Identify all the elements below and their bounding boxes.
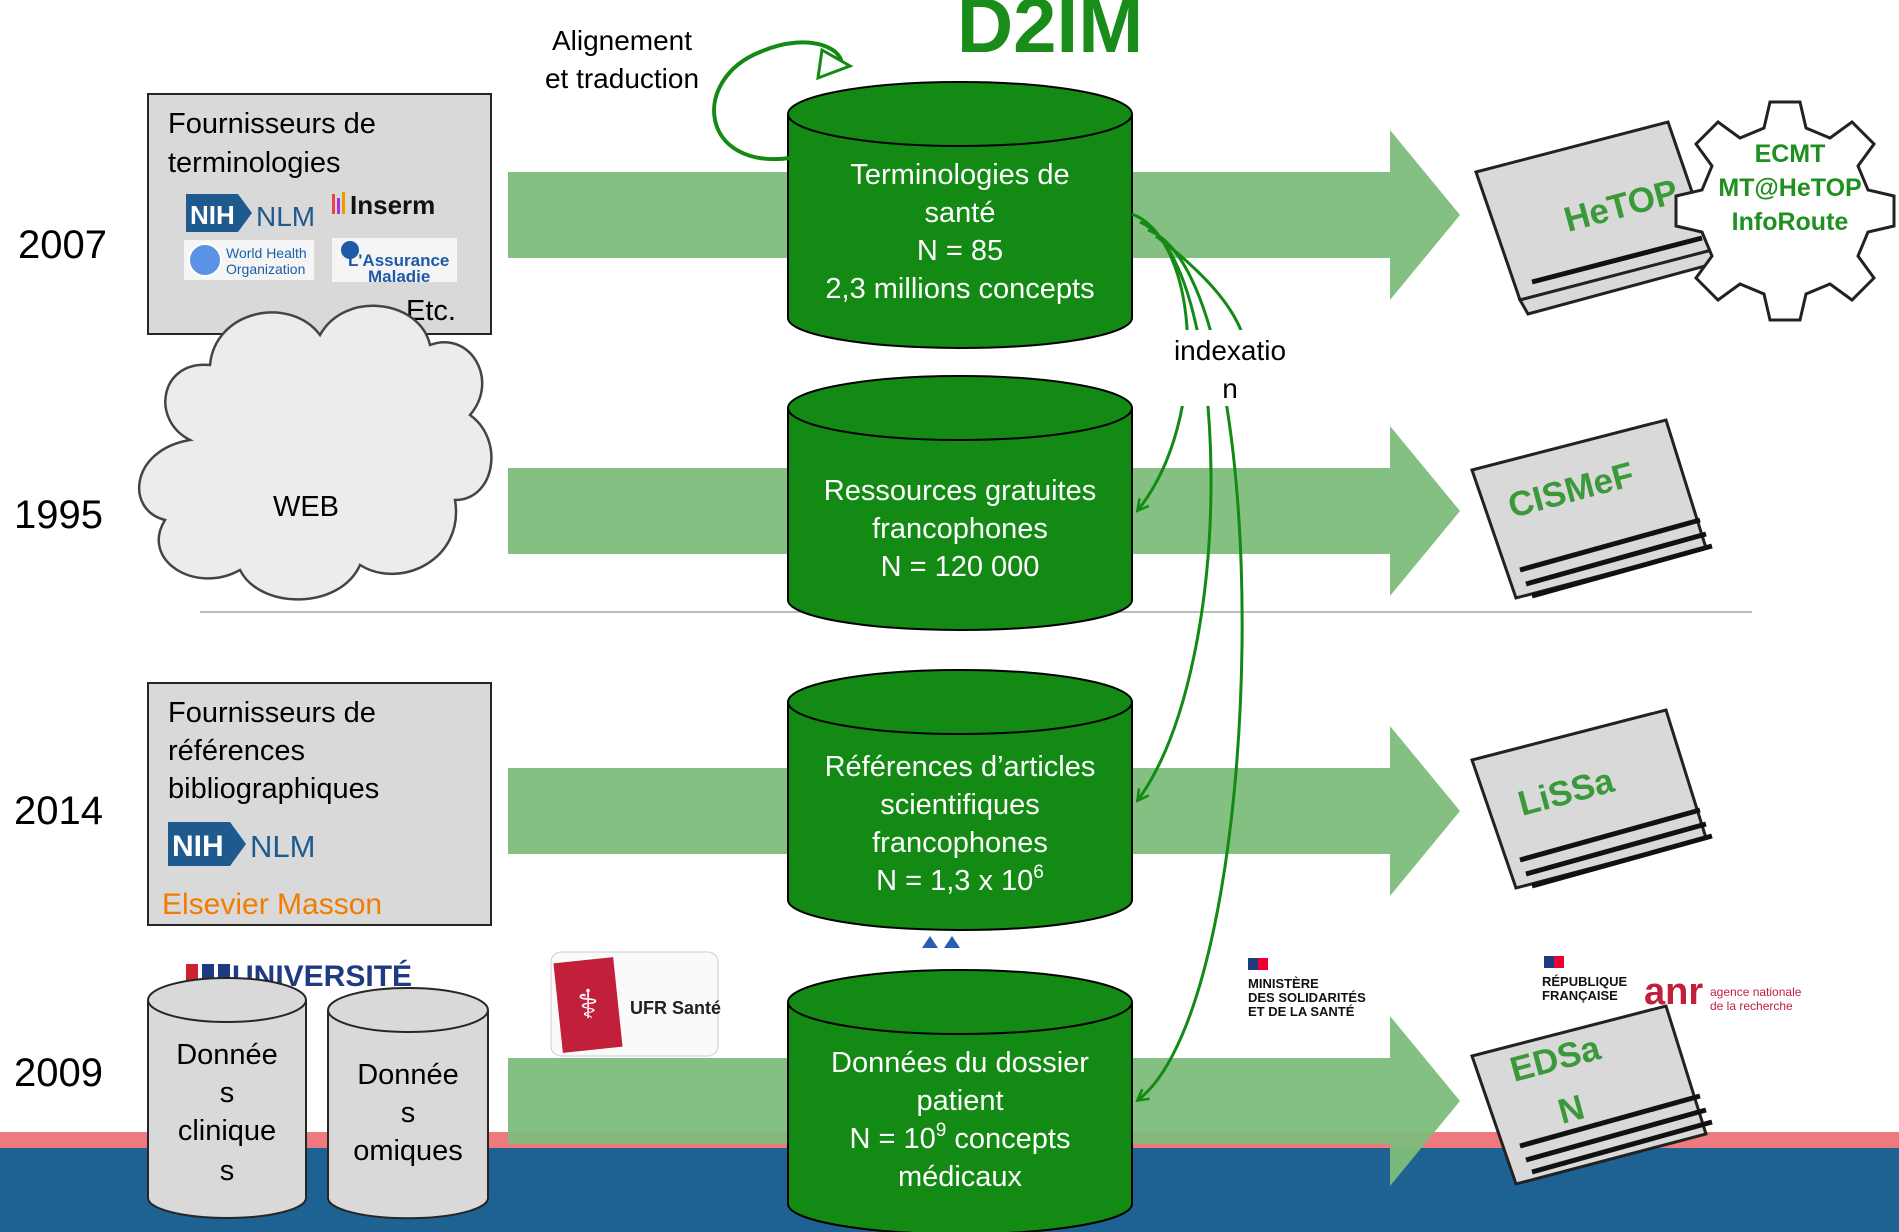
cylinder-donnees-patient: Données du dossier patient N = 109 conce… [787, 969, 1133, 1232]
laptop-hetop: HeTOP [1474, 120, 1723, 316]
diagram-title: D2IM [957, 0, 1143, 69]
web-label: WEB [273, 491, 339, 523]
svg-text:NIH: NIH [172, 830, 224, 863]
svg-text:clinique: clinique [178, 1115, 276, 1147]
svg-text:francophones: francophones [872, 827, 1048, 859]
laptop-cismef: CISMeF [1470, 418, 1713, 600]
year-2009: 2009 [14, 1051, 103, 1095]
svg-text:DES SOLIDARITÉS: DES SOLIDARITÉS [1248, 990, 1366, 1005]
indexation-label: indexatio [1174, 335, 1286, 366]
svg-text:Ressources gratuites: Ressources gratuites [824, 475, 1096, 507]
ufr-sante-logo: ⚕ UFR Santé [550, 951, 721, 1057]
svg-text:Terminologies de: Terminologies de [850, 159, 1069, 191]
alignement-loop-arrow [712, 40, 854, 162]
anr-logo: anr agence nationale de la recherche [1644, 971, 1802, 1013]
source-line: Fournisseurs de [168, 697, 376, 729]
cylinder-references: Références d’articles scientifiques fran… [787, 669, 1133, 931]
source-line: bibliographiques [168, 773, 379, 805]
svg-text:anr: anr [1644, 971, 1703, 1013]
svg-text:francophones: francophones [872, 513, 1048, 545]
cylinder-donnees-cliniques: Donnée s clinique s [147, 977, 307, 1219]
svg-text:N = 85: N = 85 [917, 235, 1003, 267]
svg-text:patient: patient [916, 1085, 1003, 1117]
svg-text:World Health: World Health [226, 245, 307, 261]
svg-text:santé: santé [925, 197, 996, 229]
year-2007: 2007 [18, 223, 107, 267]
svg-text:Inserm: Inserm [350, 190, 435, 220]
source-box-references: Fournisseurs de références bibliographiq… [147, 682, 492, 926]
svg-text:Données du dossier: Données du dossier [831, 1047, 1089, 1079]
year-1995: 1995 [14, 493, 103, 537]
source-line: terminologies [168, 147, 340, 179]
svg-text:omiques: omiques [353, 1135, 463, 1167]
elsevier-masson-logo: Elsevier Masson [162, 888, 382, 921]
nih-nlm-logo: NIH NLM [186, 194, 315, 232]
indexation-label-bg [1160, 330, 1300, 406]
source-box-terminologies: Fournisseurs de terminologies NIH NLM In… [147, 93, 492, 335]
svg-text:s: s [401, 1097, 416, 1129]
svg-text:ECMT: ECMT [1755, 140, 1826, 168]
svg-text:Maladie: Maladie [368, 267, 430, 286]
svg-text:N = 1,3 x 106: N = 1,3 x 106 [876, 862, 1044, 897]
svg-text:L'Assurance: L'Assurance [348, 251, 449, 270]
svg-text:⚕: ⚕ [577, 983, 599, 1027]
svg-text:InfoRoute: InfoRoute [1732, 208, 1849, 236]
svg-text:s: s [220, 1155, 235, 1187]
svg-text:Donnée: Donnée [357, 1059, 459, 1091]
inserm-logo: Inserm [332, 190, 435, 220]
svg-text:s: s [220, 1077, 235, 1109]
svg-text:médicaux: médicaux [898, 1161, 1023, 1193]
source-line: Fournisseurs de [168, 108, 376, 140]
svg-text:N = 109 concepts: N = 109 concepts [850, 1120, 1071, 1155]
svg-text:Références d’articles: Références d’articles [825, 751, 1096, 783]
alignement-label: Alignement [552, 25, 692, 56]
traduction-label: et traduction [545, 63, 699, 94]
laptop-edsan: EDSa N [1470, 1004, 1713, 1186]
svg-text:MT@HeTOP: MT@HeTOP [1718, 174, 1861, 202]
svg-text:NLM: NLM [256, 201, 315, 232]
ministere-logo: MINISTÈRE DES SOLIDARITÉS ET DE LA SANTÉ [1248, 958, 1366, 1019]
svg-text:Organization: Organization [226, 261, 305, 277]
svg-text:UFR Santé: UFR Santé [630, 998, 721, 1018]
svg-text:de la recherche: de la recherche [1710, 999, 1793, 1013]
nih-nlm-logo: NIH NLM [168, 822, 315, 866]
svg-text:2,3 millions concepts: 2,3 millions concepts [825, 273, 1094, 305]
small-red-marks [922, 936, 960, 948]
who-logo: World Health Organization [184, 240, 314, 280]
svg-text:FRANÇAISE: FRANÇAISE [1542, 988, 1618, 1003]
svg-text:Donnée: Donnée [176, 1039, 278, 1071]
cylinder-ressources: Ressources gratuites francophones N = 12… [787, 375, 1133, 631]
svg-text:ET DE LA SANTÉ: ET DE LA SANTÉ [1248, 1004, 1355, 1019]
indexation-label-suffix: n [1222, 373, 1238, 404]
gear-icon: ECMT MT@HeTOP InfoRoute [1674, 100, 1896, 322]
svg-text:NLM: NLM [250, 829, 315, 864]
laptop-lissa: LiSSa [1470, 708, 1713, 890]
svg-text:agence nationale: agence nationale [1710, 985, 1802, 999]
svg-text:RÉPUBLIQUE: RÉPUBLIQUE [1542, 974, 1628, 989]
republique-francaise-logo: RÉPUBLIQUE FRANÇAISE [1542, 956, 1628, 1003]
cylinder-terminologies: Terminologies de santé N = 85 2,3 millio… [787, 81, 1133, 349]
year-2014: 2014 [14, 789, 103, 833]
svg-text:NIH: NIH [190, 200, 235, 230]
source-line: références [168, 735, 305, 767]
svg-text:N = 120 000: N = 120 000 [881, 551, 1040, 583]
assurance-maladie-logo: L'Assurance Maladie [332, 238, 457, 286]
svg-text:MINISTÈRE: MINISTÈRE [1248, 976, 1319, 991]
svg-text:scientifiques: scientifiques [880, 789, 1040, 821]
web-cloud: WEB [138, 304, 493, 601]
cylinder-donnees-omiques: Donnée s omiques [327, 987, 489, 1220]
